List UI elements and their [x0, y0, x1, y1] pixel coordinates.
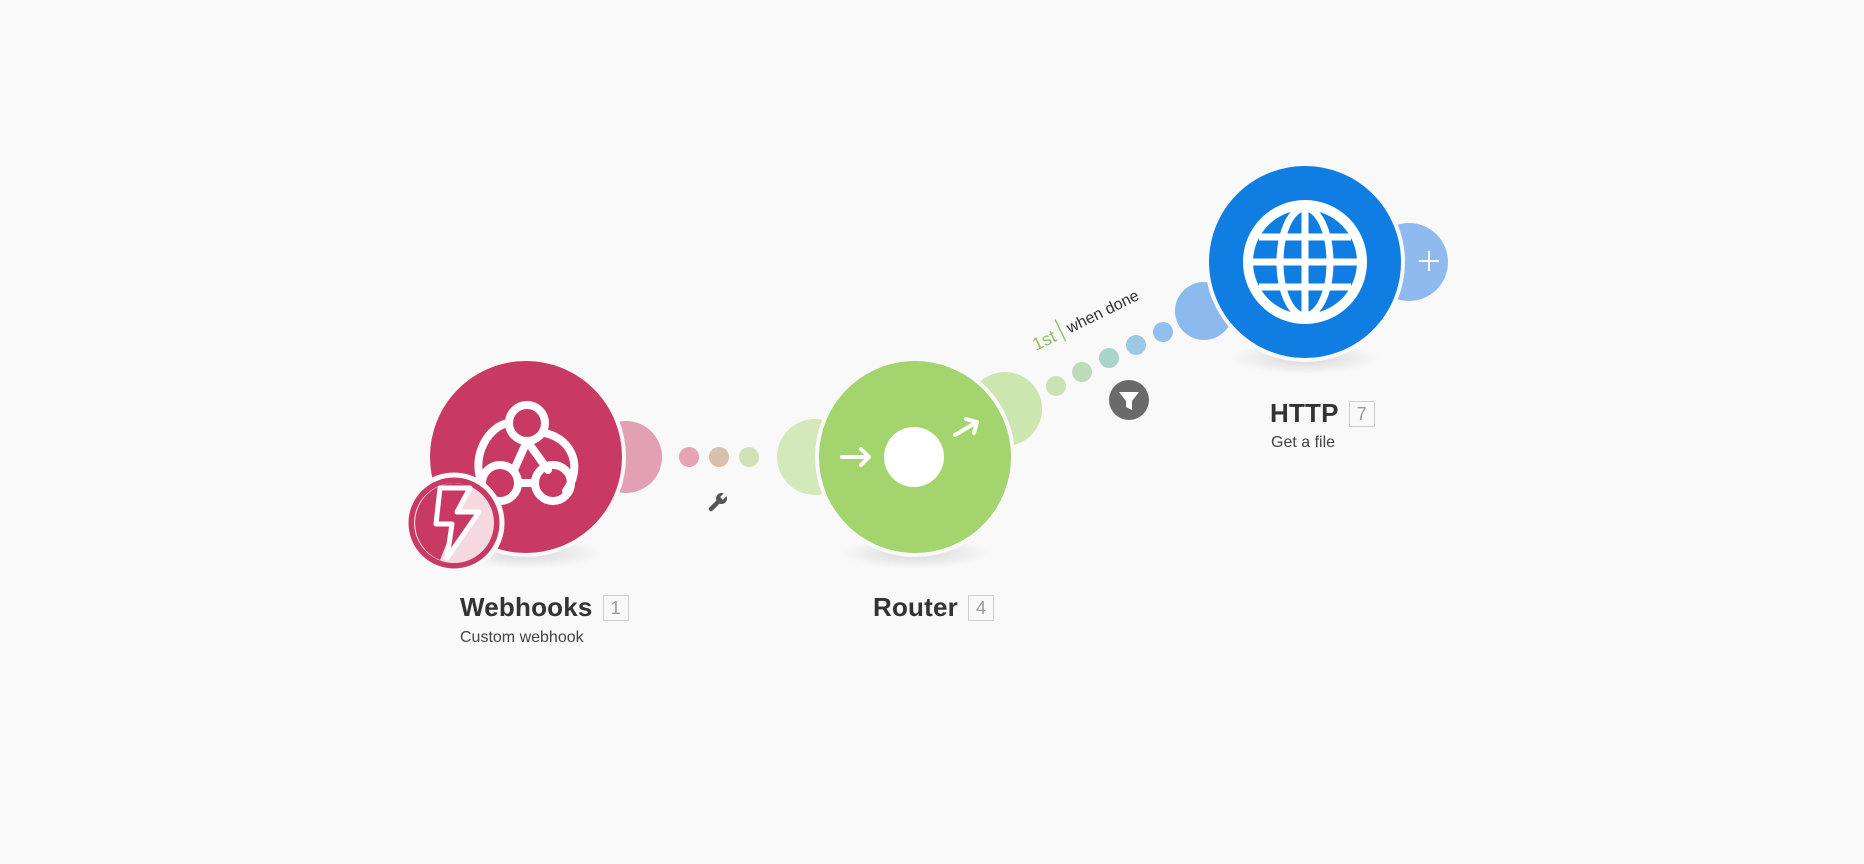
connection-dot: [1046, 376, 1066, 396]
module-subtitle: Get a file: [1271, 434, 1336, 451]
router-module[interactable]: [815, 357, 1015, 557]
webhooks-label: Webhooks 1: [460, 592, 629, 623]
router-icon: [840, 417, 979, 467]
router-hub: [884, 427, 944, 487]
connection-dot: [1072, 362, 1092, 382]
route-separator: [1054, 319, 1067, 342]
connection-dot: [1099, 348, 1119, 368]
connection-dot: [679, 447, 699, 467]
instant-trigger-badge[interactable]: [403, 472, 505, 574]
plus-icon[interactable]: [1419, 251, 1439, 271]
module-id-badge: 1: [602, 594, 629, 621]
route-condition: when done: [1063, 287, 1142, 337]
wrench-icon[interactable]: [706, 490, 731, 515]
module-name: Router: [873, 592, 958, 622]
lightning-icon: [433, 485, 482, 561]
router-label: Router 4: [873, 592, 994, 623]
module-id-badge: 7: [1348, 400, 1375, 427]
module-name: Webhooks: [460, 592, 593, 622]
route-label[interactable]: 1st when done: [1027, 282, 1142, 355]
http-module[interactable]: [1205, 162, 1405, 362]
module-subtitle: Custom webhook: [460, 629, 584, 646]
route-order: 1st: [1029, 326, 1059, 355]
connection-router-http[interactable]: [1046, 322, 1173, 396]
connection-dot: [709, 447, 729, 467]
connection-webhooks-router[interactable]: [679, 447, 759, 467]
http-label: HTTP 7: [1270, 398, 1375, 429]
connection-dot: [739, 447, 759, 467]
module-id-badge: 4: [967, 594, 994, 621]
globe-icon: [1243, 200, 1367, 324]
connection-dot: [1153, 322, 1173, 342]
connection-dot: [1126, 335, 1146, 355]
webhook-icon: [474, 401, 579, 505]
filter-icon[interactable]: [1109, 380, 1149, 420]
module-name: HTTP: [1270, 398, 1339, 428]
